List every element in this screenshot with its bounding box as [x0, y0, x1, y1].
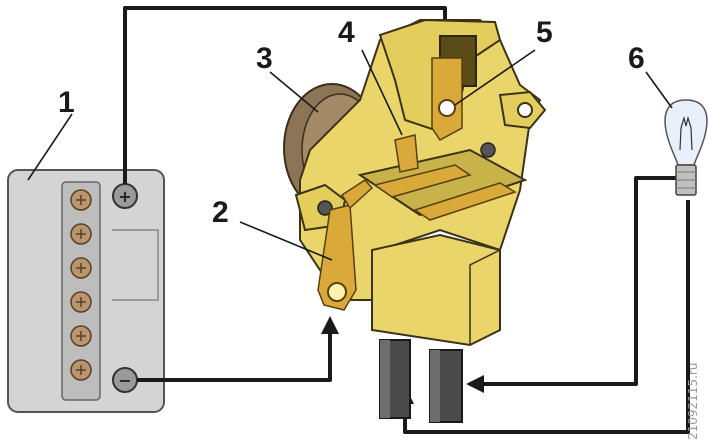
watermark: 21092115.ru — [686, 362, 700, 440]
arrow-to-brush-right — [466, 375, 484, 393]
terminal-tab-4 — [394, 134, 419, 173]
battery-cells — [70, 189, 92, 381]
battery-positive-symbol: + — [118, 187, 131, 206]
leader-4 — [361, 49, 403, 136]
callout-3: 3 — [256, 42, 273, 75]
contact-strip-left — [373, 164, 472, 198]
wire-lamp-to-brush — [480, 176, 686, 386]
leader-5 — [454, 49, 536, 106]
arrow-to-ground-bolt — [321, 316, 339, 334]
brush-holder-block — [371, 233, 501, 347]
callout-4: 4 — [338, 16, 355, 49]
contact-strip-right — [413, 182, 517, 221]
battery: + − — [7, 169, 165, 413]
lamp-bulb — [664, 99, 708, 166]
leader-1 — [27, 113, 73, 181]
brushes — [379, 339, 463, 423]
wire-negative-to-ground — [137, 330, 332, 382]
voltage-regulator — [283, 18, 547, 423]
leader-3 — [269, 71, 319, 113]
lamp-filament — [679, 115, 693, 151]
callout-1: 1 — [58, 86, 75, 119]
callout-5: 5 — [536, 16, 553, 49]
battery-notch — [112, 229, 159, 301]
callout-6: 6 — [628, 42, 645, 75]
test-lamp — [664, 99, 708, 196]
battery-negative-symbol: − — [118, 371, 131, 390]
callout-2: 2 — [212, 196, 229, 229]
leader-2 — [239, 221, 333, 261]
leader-6 — [645, 71, 673, 109]
callout-leaders — [27, 49, 673, 261]
